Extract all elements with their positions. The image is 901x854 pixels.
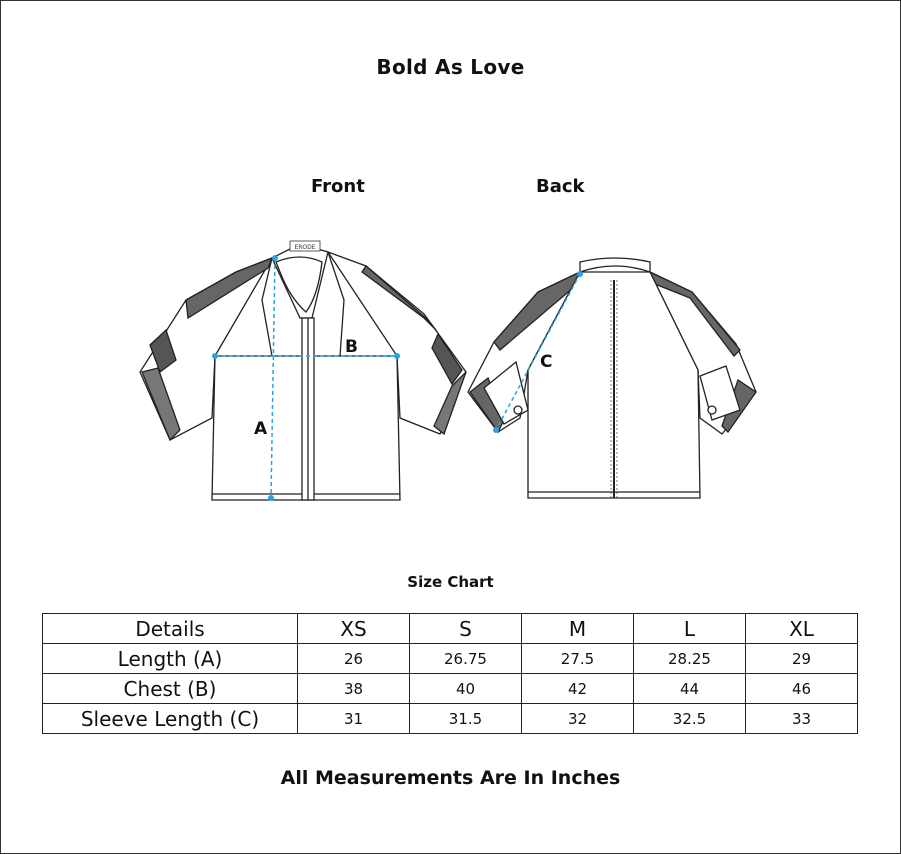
row-label: Length (A)	[42, 643, 298, 674]
size-chart-heading: Size Chart	[407, 573, 494, 591]
header-cell: Details	[42, 613, 298, 644]
table-cell: 31.5	[409, 703, 522, 734]
table-cell: 32.5	[633, 703, 746, 734]
table-cell: 26	[297, 643, 410, 674]
front-measure-lines	[215, 257, 397, 499]
back-jacket-drawing	[467, 257, 757, 499]
table-cell: 27.5	[521, 643, 634, 674]
table-row: Length (A) 26 26.75 27.5 28.25 29	[42, 643, 858, 674]
back-view-label: Back	[536, 176, 585, 197]
table-cell: 33	[745, 703, 858, 734]
table-cell: 38	[297, 673, 410, 704]
size-chart-table: Details XS S M L XL Length (A) 26 26.75 …	[42, 613, 858, 734]
measure-label-c: C	[540, 352, 552, 372]
table-cell: 31	[297, 703, 410, 734]
brand-tag-text: ERODE	[294, 244, 315, 251]
table-cell: 28.25	[633, 643, 746, 674]
table-cell: 40	[409, 673, 522, 704]
table-header-row: Details XS S M L XL	[42, 613, 858, 644]
measure-label-b: B	[345, 337, 358, 357]
page-title: Bold As Love	[376, 55, 525, 79]
header-cell: XS	[297, 613, 410, 644]
header-cell: M	[521, 613, 634, 644]
row-label: Sleeve Length (C)	[42, 703, 298, 734]
header-cell: S	[409, 613, 522, 644]
table-cell: 44	[633, 673, 746, 704]
table-row: Sleeve Length (C) 31 31.5 32 32.5 33	[42, 703, 858, 734]
header-cell: XL	[745, 613, 858, 644]
table-cell: 32	[521, 703, 634, 734]
measure-label-a: A	[254, 419, 268, 439]
row-label: Chest (B)	[42, 673, 298, 704]
front-measure-points	[212, 255, 400, 501]
front-view-label: Front	[311, 176, 365, 197]
sleeve-measure-line	[495, 273, 581, 431]
table-cell: 46	[745, 673, 858, 704]
table-cell: 42	[521, 673, 634, 704]
table-cell: 26.75	[409, 643, 522, 674]
table-row: Chest (B) 38 40 42 44 46	[42, 673, 858, 704]
back-measure-points	[493, 271, 583, 433]
back-measure-lines	[495, 273, 581, 431]
garment-illustration: ERODE B A C	[139, 240, 757, 501]
front-jacket-drawing	[139, 240, 467, 501]
measurement-note: All Measurements Are In Inches	[280, 767, 621, 789]
table-cell: 29	[745, 643, 858, 674]
header-cell: L	[633, 613, 746, 644]
length-measure-line	[270, 257, 276, 499]
